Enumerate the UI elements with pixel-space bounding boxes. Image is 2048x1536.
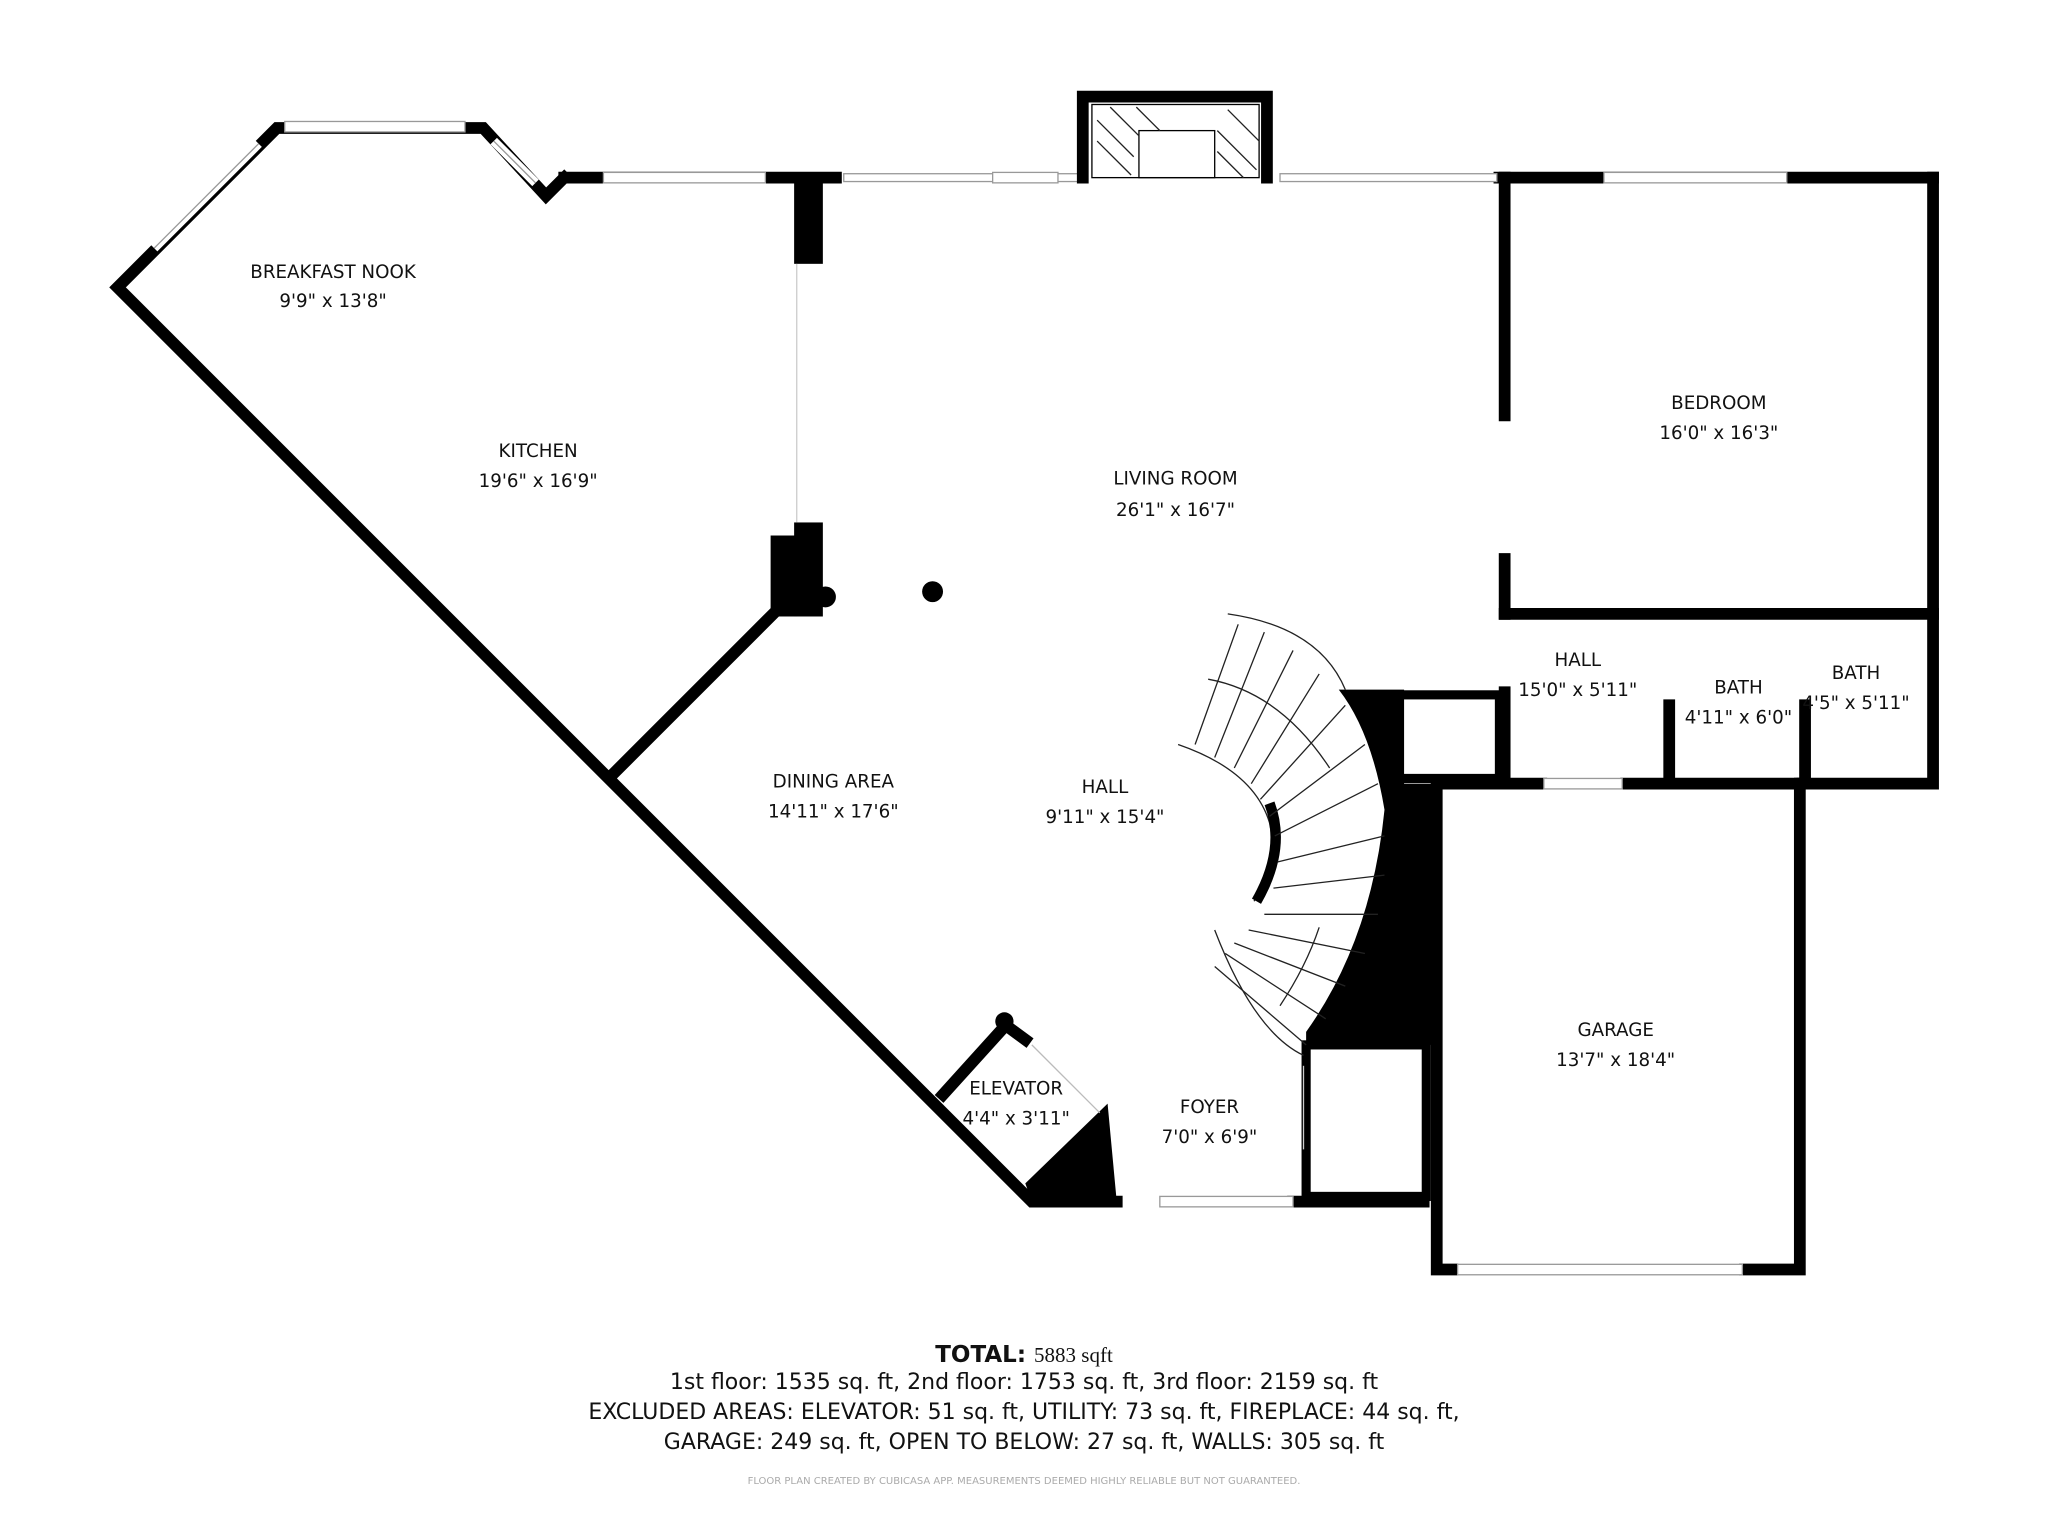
room-name: BATH: [1832, 663, 1881, 684]
room-bath-1: BATH 4'11" x 6'0": [1685, 678, 1792, 729]
room-breakfast-nook: BREAKFAST NOOK 9'9" x 13'8": [250, 262, 417, 312]
room-size: 9'9" x 13'8": [279, 291, 386, 312]
room-bath-2: BATH 4'5" x 5'11": [1802, 663, 1909, 714]
room-kitchen: KITCHEN 19'6" x 16'9": [479, 441, 598, 492]
elevator-shaft: [934, 1012, 1117, 1202]
room-size: 4'11" x 6'0": [1685, 708, 1792, 729]
fireplace: [1076, 90, 1273, 184]
total-label: TOTAL:: [935, 1342, 1027, 1368]
area-summary: TOTAL: 5883 sqft 1st floor: 1535 sq. ft, …: [0, 1342, 2048, 1487]
interior-walls: [605, 171, 1939, 1201]
room-size: 7'0" x 6'9": [1162, 1127, 1258, 1148]
room-bedroom: BEDROOM 16'0" x 16'3": [1659, 393, 1778, 444]
room-size: 13'7" x 18'4": [1556, 1050, 1675, 1071]
room-name: KITCHEN: [499, 441, 578, 462]
room-name: FOYER: [1180, 1097, 1240, 1118]
room-garage: GARAGE 13'7" x 18'4": [1556, 1020, 1675, 1071]
room-size: 4'4" x 3'11": [962, 1109, 1069, 1130]
room-size: 15'0" x 5'11": [1518, 680, 1637, 701]
room-size: 9'11" x 15'4": [1045, 807, 1164, 828]
floor-areas: 1st floor: 1535 sq. ft, 2nd floor: 1753 …: [669, 1370, 1379, 1395]
room-name: BEDROOM: [1671, 393, 1766, 414]
room-dining-area: DINING AREA 14'11" x 17'6": [768, 772, 899, 823]
room-foyer: FOYER 7'0" x 6'9": [1162, 1097, 1258, 1148]
total-value: 5883 sqft: [1034, 1343, 1113, 1367]
windows: [150, 120, 1788, 1276]
room-name: HALL: [1554, 650, 1601, 671]
disclaimer: FLOOR PLAN CREATED BY CUBICASA APP. MEAS…: [747, 1476, 1301, 1487]
room-name: BREAKFAST NOOK: [250, 262, 417, 283]
room-elevator: ELEVATOR 4'4" x 3'11": [962, 1079, 1069, 1130]
room-name: HALL: [1082, 777, 1129, 798]
room-hall-center: HALL 9'11" x 15'4": [1045, 777, 1164, 828]
room-hall-upper: HALL 15'0" x 5'11": [1518, 650, 1637, 701]
room-name: DINING AREA: [773, 772, 895, 793]
excluded-areas-1: EXCLUDED AREAS: ELEVATOR: 51 sq. ft, UTI…: [588, 1400, 1460, 1425]
room-name: LIVING ROOM: [1113, 469, 1237, 490]
room-size: 4'5" x 5'11": [1802, 693, 1909, 714]
room-size: 19'6" x 16'9": [479, 471, 598, 492]
total-row: TOTAL: 5883 sqft: [0, 1342, 2048, 1368]
excluded-areas-2: GARAGE: 249 sq. ft, OPEN TO BELOW: 27 sq…: [663, 1430, 1385, 1455]
room-size: 16'0" x 16'3": [1659, 423, 1778, 444]
room-size: 14'11" x 17'6": [768, 802, 899, 823]
spiral-staircase: [1177, 613, 1385, 1056]
room-name: BATH: [1714, 678, 1763, 699]
room-name: ELEVATOR: [969, 1079, 1063, 1100]
room-size: 26'1" x 16'7": [1116, 500, 1235, 521]
room-name: GARAGE: [1577, 1020, 1653, 1041]
room-living-room: LIVING ROOM 26'1" x 16'7": [1113, 469, 1237, 521]
